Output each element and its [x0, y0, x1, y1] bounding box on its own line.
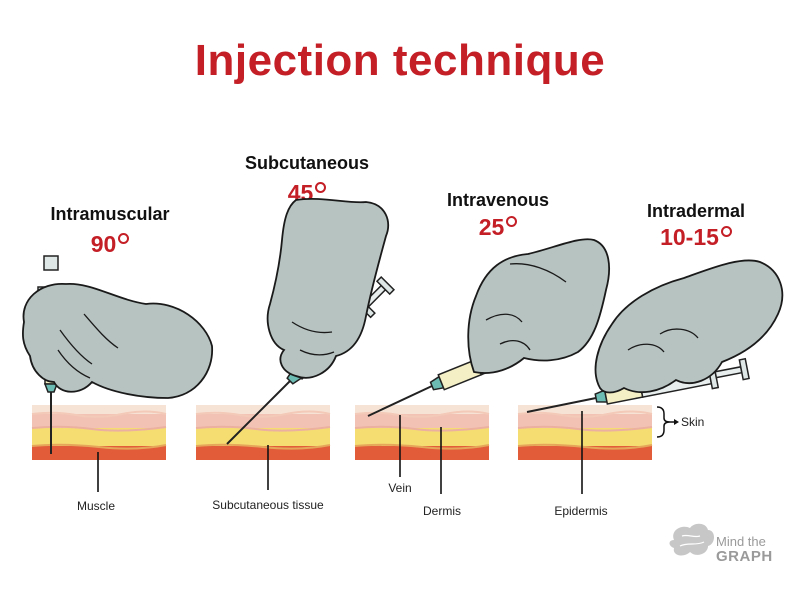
glove-hand-subcutaneous [266, 197, 390, 379]
label-muscle: Muscle [76, 499, 115, 513]
degree-icon [315, 182, 327, 193]
angle-intradermal: 10-15 [606, 224, 786, 251]
degree-icon [118, 233, 130, 244]
tissue-block-intramuscular [31, 404, 167, 461]
method-name-intramuscular: Intramuscular [50, 204, 170, 224]
label-skin: Skin [681, 415, 705, 429]
method-name-intradermal: Intradermal [646, 201, 746, 221]
label-subcutaneous-tissue: Subcutaneous tissue [212, 498, 324, 512]
glove-hand-intravenous [467, 238, 610, 374]
glove-hand-intradermal [594, 259, 784, 394]
brain-logo-icon [669, 523, 714, 556]
angle-value: 10-15 [660, 224, 719, 250]
angle-value: 25 [478, 214, 505, 240]
angle-value: 90 [90, 231, 117, 257]
angle-intravenous: 25 [408, 214, 588, 241]
page-title: Injection technique [194, 36, 606, 85]
label-epidermis: Epidermis [554, 504, 608, 518]
label-dermis: Dermis [423, 504, 461, 518]
label-vein: Vein [388, 481, 412, 495]
brand-logo-text: Mind the GRAPH [716, 534, 773, 564]
tissue-block-subcutaneous [195, 404, 331, 461]
tissue-block-intradermal [517, 404, 653, 461]
brand-line-1: Mind the [716, 534, 766, 549]
method-name-intravenous: Intravenous [446, 190, 550, 210]
degree-icon [720, 226, 732, 237]
degree-icon [506, 216, 518, 227]
brand-line-2: GRAPH [716, 548, 773, 565]
angle-intramuscular: 90 [20, 231, 200, 258]
method-name-subcutaneous: Subcutaneous [244, 153, 369, 173]
glove-hand-intramuscular [22, 283, 213, 399]
